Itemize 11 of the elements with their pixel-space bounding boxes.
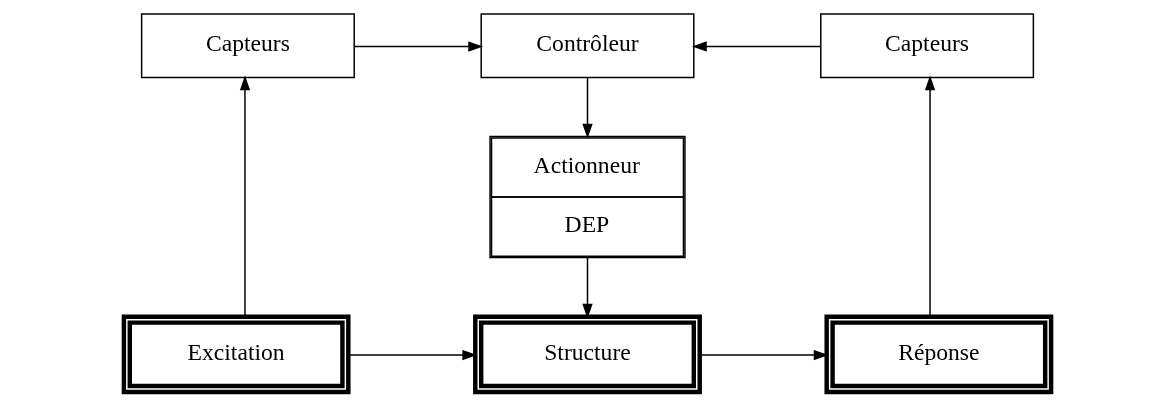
node-box: Capteurs <box>820 13 1035 79</box>
arrow <box>691 41 822 52</box>
arrow <box>239 75 251 318</box>
arrow <box>353 41 484 52</box>
node-box: Structure <box>473 314 702 395</box>
node-box: Réponse <box>824 314 1054 395</box>
node-box: Contrôleur <box>480 13 695 79</box>
node-box: Capteurs <box>140 13 355 79</box>
node-box: Excitation <box>121 314 351 395</box>
arrow <box>582 77 593 139</box>
arrow <box>924 75 936 318</box>
